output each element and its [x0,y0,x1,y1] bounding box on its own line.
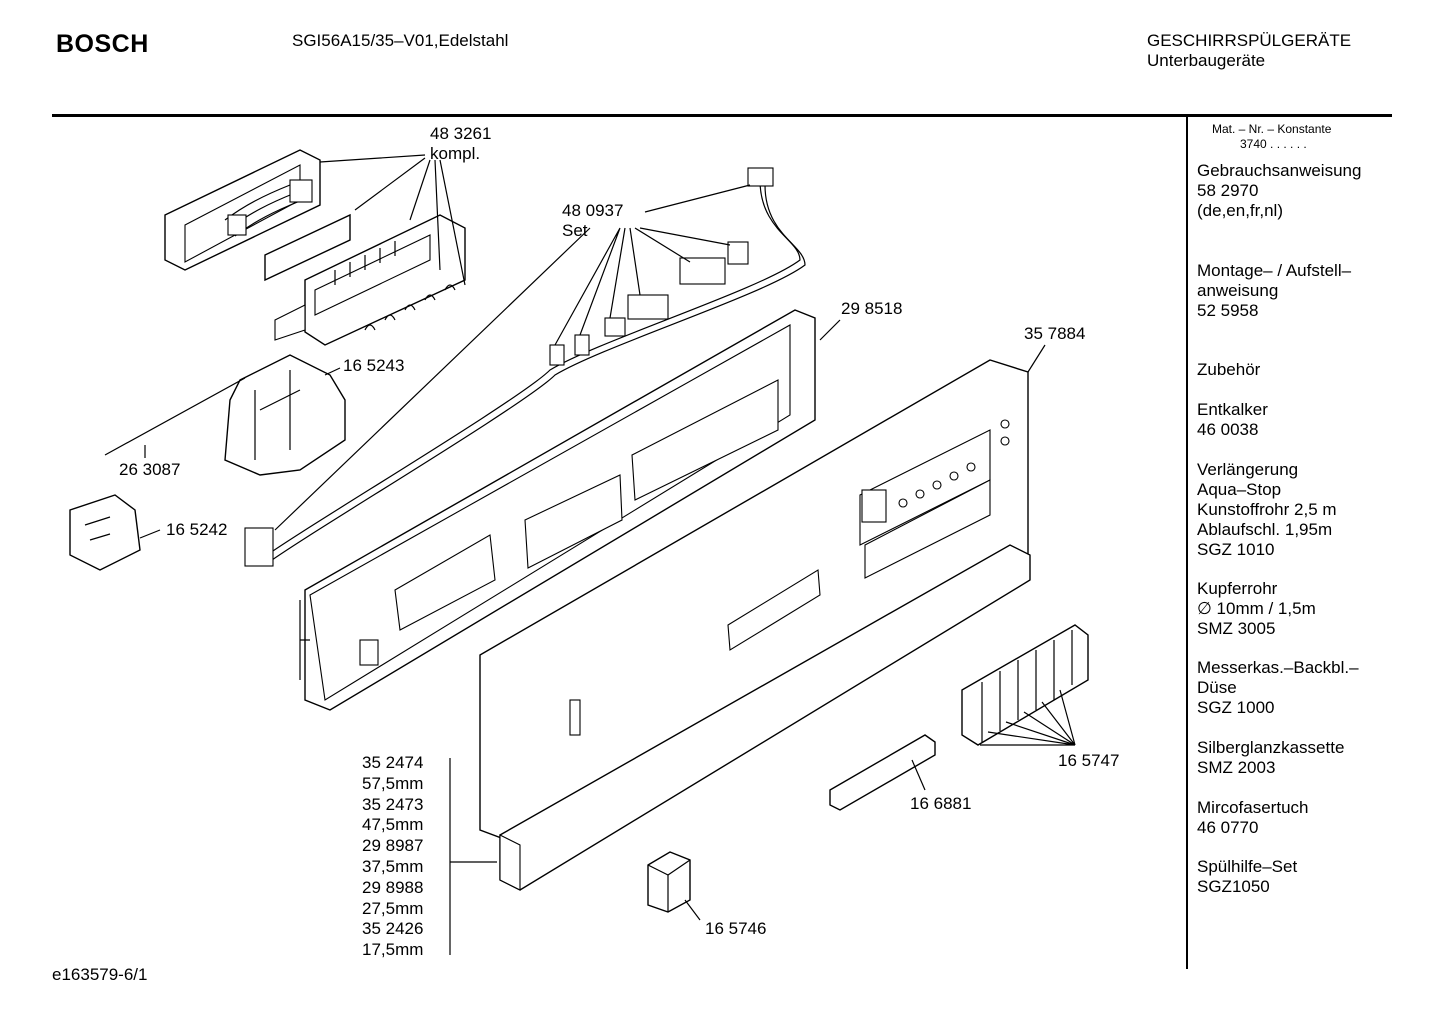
sidebar-group-silver: Silberglanzkassette SMZ 2003 [1197,738,1344,778]
sidebar-line: SGZ1050 [1197,877,1270,896]
sidebar-line: Aqua–Stop [1197,480,1282,499]
sidebar-group-copper-pipe: Kupferrohr ∅ 10mm / 1,5m SMZ 3005 [1197,579,1316,639]
sidebar-line: 52 5958 [1197,301,1259,320]
part-label-357884: 35 7884 [1024,324,1086,343]
sidebar-group-install: Montage– / Aufstell– anweisung 52 5958 [1197,261,1351,321]
document-code: e163579-6/1 [52,965,148,984]
front-panel [479,359,1029,846]
control-board-assembly [164,149,466,346]
cable-harness [244,167,806,567]
header-divider [52,114,1392,117]
part-label-483261: 48 3261 kompl. [430,124,492,163]
sidebar-line: SMZ 3005 [1197,619,1276,638]
part-label-165746: 16 5746 [705,919,767,938]
category-subtitle: Unterbaugeräte [1147,51,1266,70]
sidebar-group-manual: Gebrauchsanweisung 58 2970 (de,en,fr,nl) [1197,161,1361,221]
sidebar-line: ∅ 10mm / 1,5m [1197,599,1316,618]
part-label-166881: 16 6881 [910,794,972,813]
exploded-view-drawing [69,149,1089,955]
kick-panel [499,544,1031,891]
sidebar-line: Kunstoffrohr 2,5 m [1197,500,1337,519]
sidebar-divider [1186,117,1188,969]
sidebar-line: 46 0038 [1197,420,1259,439]
sidebar-line: Entkalker [1197,400,1268,419]
sidebar-group-knife-box: Messerkas.–Backbl.– Düse SGZ 1000 [1197,658,1359,718]
sidebar-line: Spülhilfe–Set [1197,857,1298,876]
sidebar-line: anweisung [1197,281,1279,300]
sidebar-group-descaler: Entkalker 46 0038 [1197,400,1268,440]
sidebar-line: SMZ 2003 [1197,758,1276,777]
salt-block [647,851,691,913]
sidebar-group-accessories: Zubehör [1197,360,1260,380]
sidebar-line: SGZ 1000 [1197,698,1275,717]
mat-nr-label: Mat. – Nr. – Konstante [1212,122,1332,136]
sidebar-line: Messerkas.–Backbl.– [1197,658,1359,677]
sidebar-line: (de,en,fr,nl) [1197,201,1283,220]
leader-lines [104,154,1076,955]
part-label-298518: 29 8518 [841,299,903,318]
sidebar-line: Düse [1197,678,1237,697]
brand-logo: BOSCH [56,30,149,58]
sidebar-line: 46 0770 [1197,818,1259,837]
door-frame [299,309,816,711]
sidebar-line: 58 2970 [1197,181,1259,200]
part-label-165243: 16 5243 [343,356,405,375]
sidebar-line: Kupferrohr [1197,579,1278,598]
button-set [961,624,1089,746]
panel-variant-list: 35 2474 57,5mm 35 2473 47,5mm 29 8987 37… [362,753,424,960]
part-label-263087: 26 3087 [119,460,181,479]
sidebar-group-cloth: Mircofasertuch 46 0770 [1197,798,1308,838]
sidebar-line: SGZ 1010 [1197,540,1275,559]
sidebar-line: Silberglanzkassette [1197,738,1345,757]
sidebar-line: Ablaufschl. 1,95m [1197,520,1333,539]
sidebar-group-rinse-set: Spülhilfe–Set SGZ1050 [1197,857,1297,897]
switch-module [224,354,346,476]
category-title: GESCHIRRSPÜLGERÄTE [1147,31,1352,50]
sidebar-line: Gebrauchsanweisung [1197,161,1362,180]
sidebar-line: Verlängerung [1197,460,1299,479]
sidebar-line: Montage– / Aufstell– [1197,261,1352,280]
sidebar-line: Mircofasertuch [1197,798,1309,817]
part-label-165747: 16 5747 [1058,751,1120,770]
model-title: SGI56A15/35–V01,Edelstahl [292,31,509,50]
sidebar-line: Zubehör [1197,360,1261,379]
holder-bracket [69,494,141,571]
part-label-165242: 16 5242 [166,520,228,539]
cover-strip [829,734,936,811]
mat-nr-value: 3740 . . . . . . [1240,137,1307,151]
sidebar-group-extension: Verlängerung Aqua–Stop Kunstoffrohr 2,5 … [1197,460,1337,560]
part-label-480937: 48 0937 Set [562,201,624,240]
